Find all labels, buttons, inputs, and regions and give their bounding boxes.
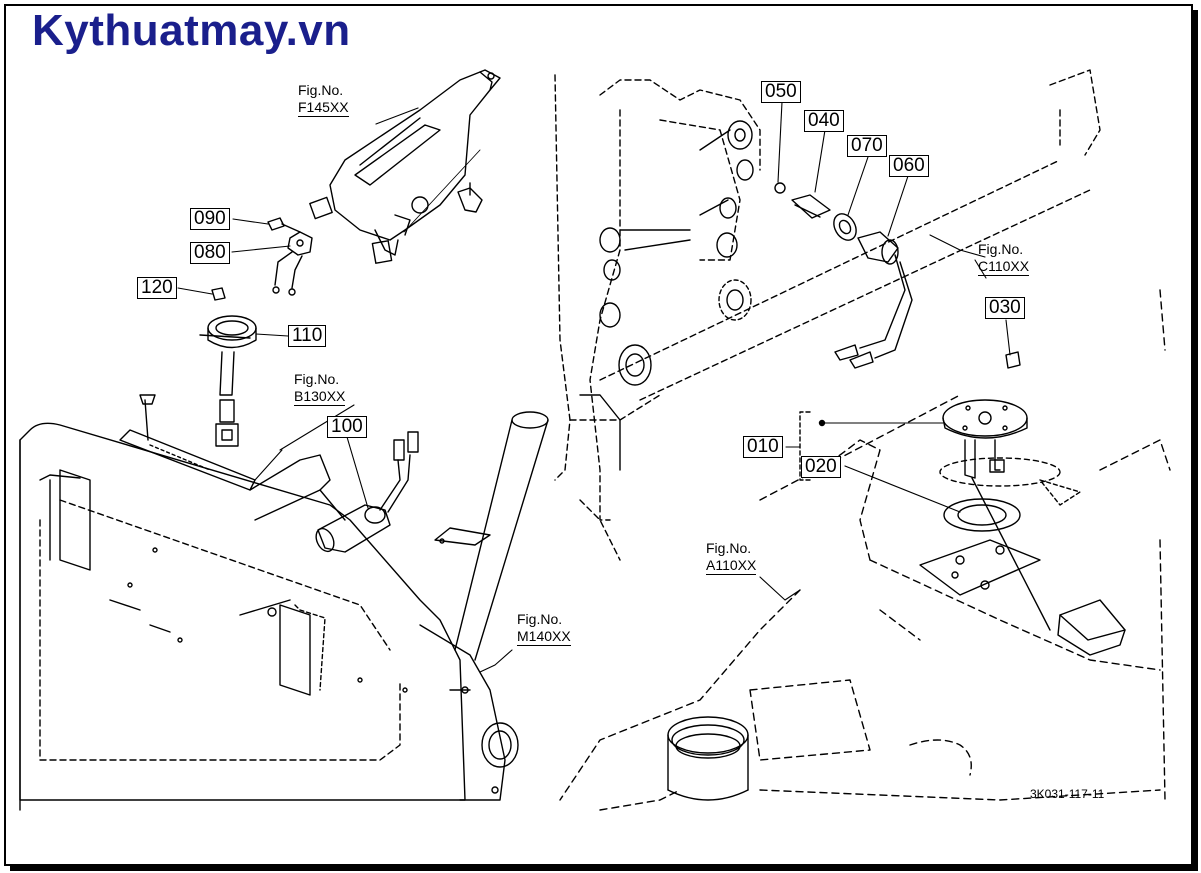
part-callout-010[interactable]: 010 xyxy=(743,436,783,458)
part-callout-040[interactable]: 040 xyxy=(804,110,844,132)
figure-ref-f145[interactable]: Fig.No. F145XX xyxy=(298,82,349,117)
bracket-assembly xyxy=(309,69,501,264)
tank-filler-neck xyxy=(667,716,749,801)
brand-watermark: Kythuatmay.vn xyxy=(32,6,351,55)
housing-holes xyxy=(579,120,754,471)
figure-ref-a110[interactable]: Fig.No. A110XX xyxy=(706,540,757,575)
figure-ref-code: B130XX xyxy=(294,388,346,406)
lever-pipe xyxy=(419,411,549,801)
figure-ref-prefix: Fig.No. xyxy=(978,241,1024,257)
fuel-tank xyxy=(559,289,1171,811)
figure-ref-prefix: Fig.No. xyxy=(517,611,563,627)
figure-ref-prefix: Fig.No. xyxy=(706,540,752,556)
figure-ref-code: M140XX xyxy=(517,628,571,646)
hour-meter xyxy=(199,287,257,447)
figure-ref-prefix: Fig.No. xyxy=(294,371,340,387)
figure-ref-code: F145XX xyxy=(298,99,349,117)
instrument-panel xyxy=(19,394,466,811)
frame-shadow-right xyxy=(1193,10,1198,870)
part-callout-060[interactable]: 060 xyxy=(889,155,929,177)
screw-and-clip xyxy=(267,217,313,296)
part-callout-020[interactable]: 020 xyxy=(801,456,841,478)
figure-ref-b130[interactable]: Fig.No. B130XX xyxy=(294,371,346,406)
diagram-frame xyxy=(4,4,1193,866)
part-callout-070[interactable]: 070 xyxy=(847,135,887,157)
part-callout-050[interactable]: 050 xyxy=(761,81,801,103)
sensor-stack xyxy=(774,182,913,369)
frame-shadow-bottom xyxy=(10,866,1198,871)
figure-ref-c110[interactable]: Fig.No. C110XX xyxy=(978,241,1030,276)
pressure-switch xyxy=(315,431,419,553)
part-callout-080[interactable]: 080 xyxy=(190,242,230,264)
figure-ref-m140[interactable]: Fig.No. M140XX xyxy=(517,611,571,646)
figure-ref-code: C110XX xyxy=(978,258,1030,276)
leader-lines xyxy=(177,101,1011,673)
group-bracket-010 xyxy=(799,411,811,481)
fuel-level-sensor xyxy=(919,351,1126,656)
figure-ref-prefix: Fig.No. xyxy=(298,82,344,98)
drawing-number: 3K031-117-11 xyxy=(1030,787,1105,801)
part-callout-090[interactable]: 090 xyxy=(190,208,230,230)
part-callout-120[interactable]: 120 xyxy=(137,277,177,299)
part-callout-030[interactable]: 030 xyxy=(985,297,1025,319)
part-callout-100[interactable]: 100 xyxy=(327,416,367,438)
figure-ref-code: A110XX xyxy=(706,557,757,575)
transmission-housing xyxy=(554,69,1101,561)
part-callout-110[interactable]: 110 xyxy=(288,325,327,347)
